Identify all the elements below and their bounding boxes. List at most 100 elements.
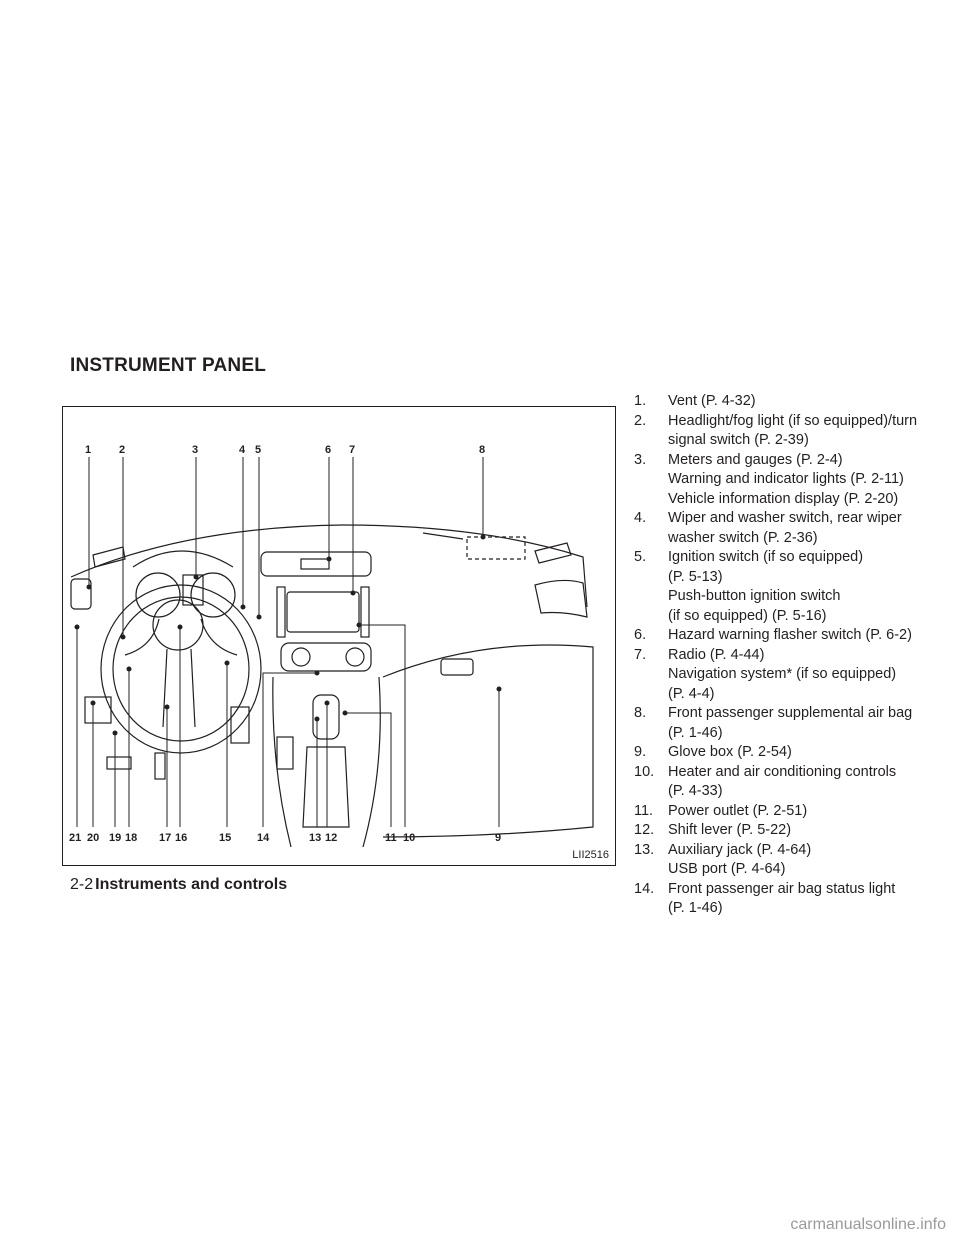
- legend-item-text: Headlight/fog light (if so equipped)/tur…: [668, 412, 918, 429]
- legend-item: 4. Wiper and washer switch, rear wiper was…: [634, 509, 934, 548]
- glove-box-area: [382, 644, 594, 838]
- legend-item-number: 6.: [634, 627, 647, 643]
- legend-item-number: 3.: [634, 451, 647, 468]
- legend-item: 10. Heater and air conditioning controls (…: [634, 763, 934, 802]
- callout-1: 1: [85, 444, 91, 456]
- legend-item-text: (P. 4-33): [668, 783, 723, 799]
- legend-item-text: Front passenger air bag status light: [668, 880, 896, 897]
- legend-item-text: washer switch (P. 2-36): [668, 529, 818, 546]
- legend-item-text: Front passenger supplemental air bag: [668, 705, 913, 721]
- legend-item-text: (P. 4-4): [668, 685, 715, 702]
- legend-item-text: USB port (P. 4-64): [668, 861, 786, 877]
- legend-item: 5. Ignition switch (if so equipped) (P. 5-…: [634, 548, 934, 626]
- legend-item-text: Power outlet (P. 2-51): [668, 802, 808, 819]
- speedometer: [190, 572, 236, 618]
- callout-20: 20: [87, 832, 99, 844]
- callout-3: 3: [192, 444, 198, 456]
- legend-item: 8. Front passenger supplemental air bag (P…: [634, 704, 934, 743]
- legend-item-text: Heater and air conditioning controls: [668, 763, 897, 780]
- legend-item: 1. Vent (P. 4-32): [634, 392, 934, 412]
- glove-box-handle: [440, 658, 474, 676]
- callout-11: 11: [385, 832, 397, 844]
- callout-19: 19: [109, 832, 121, 844]
- callout-5: 5: [255, 444, 261, 456]
- instrument-panel-figure: 1 2 3 4 5 6 7 8 21 20 19 18 17 16 15 14 …: [62, 406, 616, 866]
- right-upper-vent: [534, 542, 572, 564]
- legend-item-text: Vehicle information display (P. 2-20): [668, 490, 899, 507]
- legend-item-text: Hazard warning flasher switch (P. 6-2): [668, 627, 912, 643]
- legend-item-text: Meters and gauges (P. 2-4): [668, 451, 843, 468]
- page-number: 2-2: [70, 876, 94, 893]
- climate-controls: [280, 642, 372, 672]
- legend-item-number: 7.: [634, 646, 647, 663]
- callout-7: 7: [349, 444, 355, 456]
- legend-item-number: 10.: [634, 763, 655, 780]
- legend-item: 9. Glove box (P. 2-54): [634, 743, 934, 763]
- tachometer: [135, 572, 181, 618]
- left-upper-vent: [92, 546, 126, 568]
- legend-item-number: 14.: [634, 880, 655, 897]
- callout-12: 12: [325, 832, 337, 844]
- legend-item-text: Shift lever (P. 5-22): [668, 822, 792, 838]
- legend-item-text: Auxiliary jack (P. 4-64): [668, 841, 812, 858]
- callout-17: 17: [159, 832, 171, 844]
- radio-display: [286, 591, 360, 633]
- legend-item-text: Radio (P. 4-44): [668, 646, 765, 663]
- figure-code: LII2516: [572, 849, 609, 861]
- legend-item-number: 5.: [634, 549, 647, 565]
- legend-item-number: 12.: [634, 822, 655, 838]
- legend-item: 13. Auxiliary jack (P. 4-64) USB port (P. …: [634, 841, 934, 880]
- callout-10: 10: [403, 832, 415, 844]
- steering-wheel: [100, 584, 262, 754]
- legend-item-number: 11.: [634, 802, 654, 819]
- callout-13: 13: [309, 832, 321, 844]
- meter-hood: [132, 550, 234, 568]
- dashboard-illustration: 1 2 3 4 5 6 7 8 21 20 19 18 17 16 15 14 …: [69, 444, 594, 848]
- legend-item-text: (P. 1-46): [668, 900, 723, 916]
- callout-2: 2: [119, 444, 125, 456]
- legend-item-text: Vent (P. 4-32): [668, 393, 756, 409]
- callout-4: 4: [239, 444, 246, 456]
- left-side-vent: [70, 578, 92, 610]
- legend-item-number: 9.: [634, 744, 647, 760]
- legend-item-text: (P. 5-13): [668, 568, 723, 585]
- legend-item-number: 2.: [634, 412, 647, 429]
- center-vents: [260, 551, 372, 577]
- legend-item: 7. Radio (P. 4-44) Navigation system* (if …: [634, 646, 934, 705]
- legend-item-text: Warning and indicator lights (P. 2-11): [668, 471, 904, 487]
- legend-item-number: 13.: [634, 841, 655, 858]
- watermark: carmanualsonline.info: [790, 1216, 946, 1233]
- legend-item: 2. Headlight/fog light (if so equipped)/t…: [634, 412, 934, 451]
- callout-6: 6: [325, 444, 331, 456]
- legend-item: 6. Hazard warning flasher switch (P. 6-2): [634, 626, 934, 646]
- callout-9: 9: [495, 832, 501, 844]
- legend-item: 11. Power outlet (P. 2-51): [634, 802, 934, 822]
- legend-item-text: (if so equipped) (P. 5-16): [668, 607, 827, 624]
- legend-item-text: signal switch (P. 2-39): [668, 432, 809, 448]
- callout-14: 14: [257, 832, 270, 844]
- shift-lever: [312, 694, 340, 740]
- legend-item-text: Ignition switch (if so equipped): [668, 549, 864, 565]
- right-side-vent: [534, 579, 588, 618]
- section-title: INSTRUMENT PANEL: [70, 355, 267, 376]
- legend-item: 14. Front passenger air bag status light (…: [634, 880, 934, 919]
- instrument-panel-legend: 1. Vent (P. 4-32) 2. Headlight/fog light (i…: [634, 392, 934, 919]
- legend-item-text: (P. 1-46): [668, 724, 723, 741]
- legend-item-number: 1.: [634, 393, 647, 409]
- callout-18: 18: [125, 832, 137, 844]
- legend-item-text: Wiper and washer switch, rear wiper: [668, 510, 902, 526]
- callout-8: 8: [479, 444, 485, 456]
- legend-item: 12. Shift lever (P. 5-22): [634, 821, 934, 841]
- left-switch-panel: [84, 696, 112, 724]
- callout-21: 21: [69, 832, 81, 844]
- legend-item: 3. Meters and gauges (P. 2-4) Warning and …: [634, 451, 934, 510]
- legend-item-text: Glove box (P. 2-54): [668, 744, 792, 760]
- passenger-airbag-outline: [466, 536, 526, 560]
- dash-top-outline: [70, 524, 588, 608]
- callout-15: 15: [219, 832, 231, 844]
- legend-item-number: 4.: [634, 510, 647, 526]
- legend-item-text: Push-button ignition switch: [668, 588, 841, 604]
- legend-item-number: 8.: [634, 705, 647, 721]
- legend-item-text: Navigation system* (if so equipped): [668, 666, 897, 682]
